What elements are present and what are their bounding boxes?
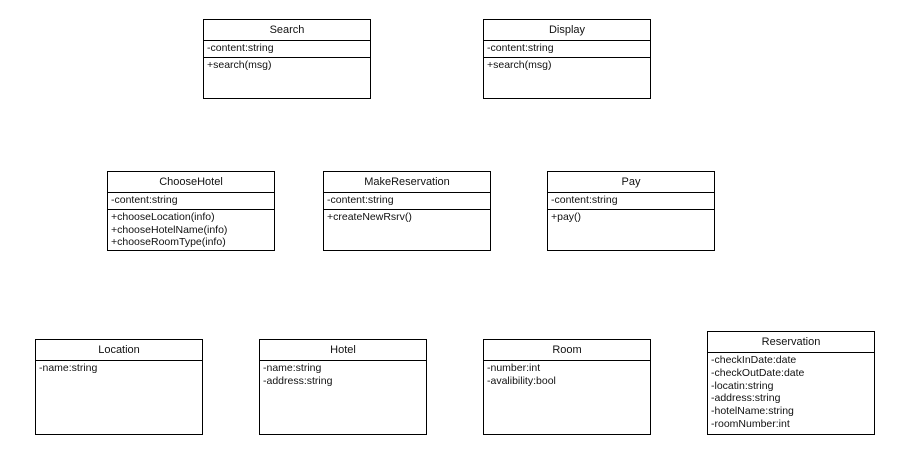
- class-name: Display: [484, 20, 650, 41]
- class-name: Pay: [548, 172, 714, 193]
- attributes-section: -name:string -address:string: [260, 361, 426, 390]
- attribute: -checkInDate:date: [711, 354, 797, 366]
- attribute: -avalibility:bool: [487, 374, 556, 387]
- attribute: -content:string: [111, 194, 178, 206]
- attributes-section: -content:string: [204, 41, 370, 58]
- attributes-section: -content:string: [108, 193, 274, 210]
- attribute: -hotelName:string: [711, 405, 794, 418]
- class-name: Room: [484, 340, 650, 361]
- class-name: MakeReservation: [324, 172, 490, 193]
- attribute: -content:string: [207, 42, 274, 54]
- class-display[interactable]: Display -content:string +search(msg): [483, 19, 651, 99]
- class-search[interactable]: Search -content:string +search(msg): [203, 19, 371, 99]
- class-room[interactable]: Room -number:int -avalibility:bool: [483, 339, 651, 435]
- method: +chooseRoomType(info): [111, 236, 226, 249]
- attribute: -number:int: [487, 362, 541, 374]
- attribute: -checkOutDate:date: [711, 366, 805, 379]
- attributes-section: -content:string: [484, 41, 650, 58]
- class-hotel[interactable]: Hotel -name:string -address:string: [259, 339, 427, 435]
- class-reservation[interactable]: Reservation -checkInDate:date -checkOutD…: [707, 331, 875, 435]
- class-choose-hotel[interactable]: ChooseHotel -content:string +chooseLocat…: [107, 171, 275, 251]
- attribute: -content:string: [487, 42, 554, 54]
- class-name: Hotel: [260, 340, 426, 361]
- class-name: ChooseHotel: [108, 172, 274, 193]
- methods-section: +search(msg): [484, 58, 650, 74]
- method: +pay(): [551, 210, 582, 223]
- attribute: -locatin:string: [711, 379, 774, 392]
- attributes-section: -content:string: [324, 193, 490, 210]
- attributes-section: -content:string: [548, 193, 714, 210]
- methods-section: +createNewRsrv(): [324, 210, 490, 226]
- class-pay[interactable]: Pay -content:string +pay(): [547, 171, 715, 251]
- attributes-section: -number:int -avalibility:bool: [484, 361, 650, 390]
- attribute: -content:string: [327, 194, 394, 206]
- methods-section: +chooseLocation(info) +chooseHotelName(i…: [108, 210, 274, 251]
- methods-section: +search(msg): [204, 58, 370, 74]
- methods-section: +pay(): [548, 210, 714, 226]
- attribute: -name:string: [39, 362, 98, 374]
- attribute: -content:string: [551, 194, 618, 206]
- class-name: Search: [204, 20, 370, 41]
- method: +chooseLocation(info): [111, 210, 215, 223]
- attributes-section: -checkInDate:date -checkOutDate:date -lo…: [708, 353, 874, 433]
- class-name: Reservation: [708, 332, 874, 353]
- class-make-reservation[interactable]: MakeReservation -content:string +createN…: [323, 171, 491, 251]
- class-location[interactable]: Location -name:string: [35, 339, 203, 435]
- method: +createNewRsrv(): [327, 210, 412, 223]
- method: +chooseHotelName(info): [111, 223, 228, 236]
- attributes-section: -name:string: [36, 361, 202, 377]
- attribute: -address:string: [263, 374, 333, 387]
- method: +search(msg): [487, 58, 552, 71]
- attribute: -roomNumber:int: [711, 417, 790, 430]
- class-name: Location: [36, 340, 202, 361]
- attribute: -address:string: [711, 392, 781, 405]
- attribute: -name:string: [263, 362, 322, 374]
- method: +search(msg): [207, 58, 272, 71]
